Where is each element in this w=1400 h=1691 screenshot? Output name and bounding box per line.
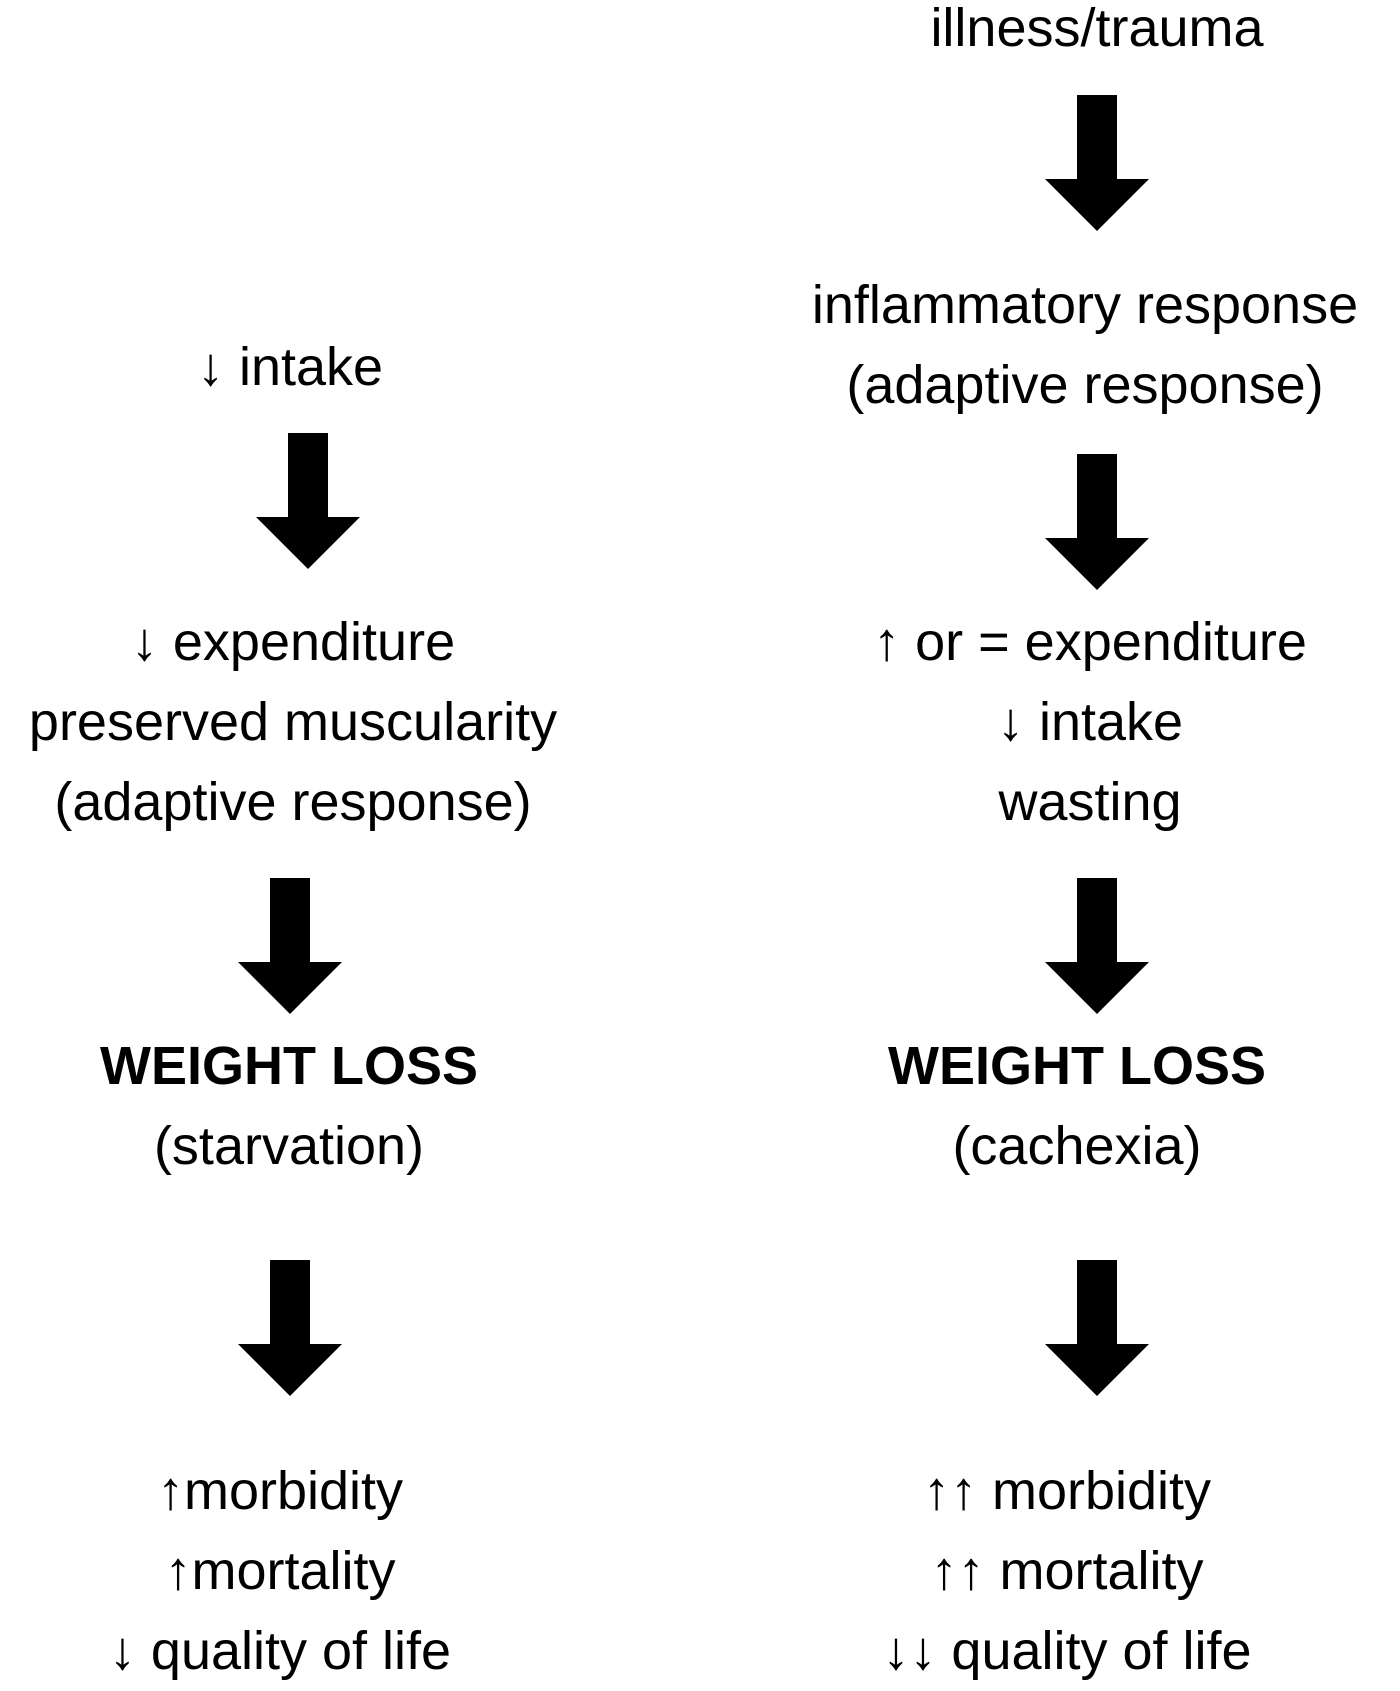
right-start-node: illness/trauma bbox=[930, 0, 1263, 68]
down-arrow-icon bbox=[1045, 1260, 1149, 1396]
right-state-line-3: wasting bbox=[998, 772, 1182, 832]
down-arrow-icon bbox=[1045, 454, 1149, 590]
right-state-node: ↑ or = expenditure ↓ intake wasting bbox=[873, 602, 1307, 842]
down-arrow-icon bbox=[1045, 878, 1149, 1014]
left-consequence-morbidity: ↑morbidity bbox=[156, 1461, 404, 1521]
left-state-line-3: (adaptive response) bbox=[54, 772, 532, 832]
down-arrow-icon bbox=[238, 878, 342, 1014]
right-response-line-2: (adaptive response) bbox=[846, 355, 1324, 415]
left-outcome-subtitle: (starvation) bbox=[153, 1116, 425, 1176]
right-consequence-mortality: ↑↑ mortality bbox=[930, 1541, 1204, 1601]
right-start-text: illness/trauma bbox=[930, 0, 1264, 58]
right-response-line-1: inflammatory response bbox=[811, 275, 1359, 335]
down-arrow-icon bbox=[1045, 95, 1149, 231]
right-outcome-node: WEIGHT LOSS (cachexia) bbox=[888, 1026, 1266, 1186]
right-outcome-subtitle: (cachexia) bbox=[952, 1116, 1202, 1176]
right-outcome-title: WEIGHT LOSS bbox=[888, 1036, 1266, 1096]
left-consequences-node: ↑morbidity ↑mortality ↓ quality of life bbox=[109, 1451, 451, 1691]
left-state-node: ↓ expenditure preserved muscularity (ada… bbox=[29, 602, 557, 842]
left-state-line-2: preserved muscularity bbox=[28, 692, 558, 752]
left-start-node: ↓ intake bbox=[197, 327, 383, 407]
left-outcome-title: WEIGHT LOSS bbox=[100, 1036, 478, 1096]
left-state-line-1: ↓ expenditure bbox=[130, 612, 456, 672]
left-consequence-mortality: ↑mortality bbox=[164, 1541, 396, 1601]
down-arrow-icon bbox=[238, 1260, 342, 1396]
right-consequences-node: ↑↑ morbidity ↑↑ mortality ↓↓ quality of … bbox=[882, 1451, 1251, 1691]
right-consequence-morbidity: ↑↑ morbidity bbox=[922, 1461, 1212, 1521]
right-consequence-quality-of-life: ↓↓ quality of life bbox=[882, 1621, 1252, 1681]
down-arrow-icon bbox=[256, 433, 360, 569]
right-response-node: inflammatory response (adaptive response… bbox=[812, 265, 1358, 425]
right-state-line-2: ↓ intake bbox=[996, 692, 1184, 752]
left-outcome-node: WEIGHT LOSS (starvation) bbox=[100, 1026, 478, 1186]
left-start-text: ↓ intake bbox=[196, 337, 384, 397]
left-consequence-quality-of-life: ↓ quality of life bbox=[108, 1621, 452, 1681]
right-state-line-1: ↑ or = expenditure bbox=[873, 612, 1307, 672]
